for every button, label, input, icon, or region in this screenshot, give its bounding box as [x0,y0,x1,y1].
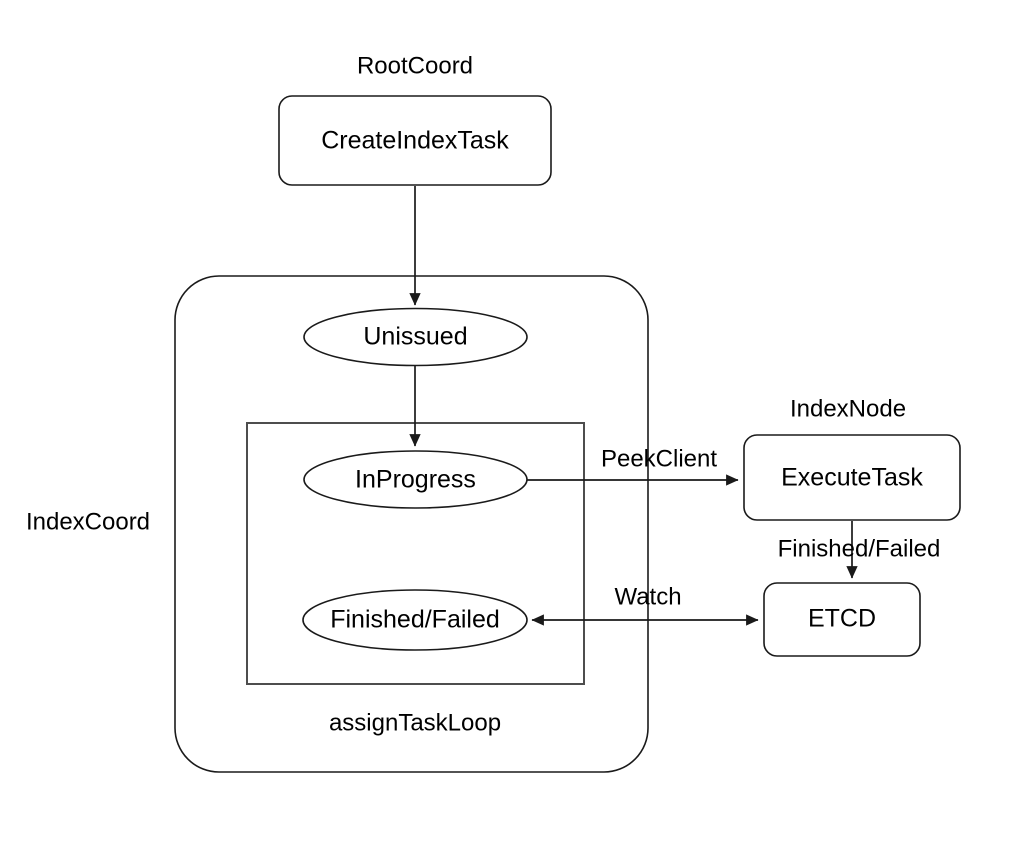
node-finished-failed-state-label: Finished/Failed [330,606,500,634]
node-finished-failed-state[interactable] [302,589,528,651]
node-etcd[interactable] [763,582,921,657]
edge-label-peek-client: PeekClient [601,445,717,472]
node-etcd-label: ETCD [808,605,876,633]
node-unissued[interactable] [303,307,528,367]
node-execute-task-label: ExecuteTask [781,464,923,492]
node-execute-task[interactable] [743,434,961,521]
edge-label-watch: Watch [614,583,681,610]
edge-label-finished-failed-result: Finished/Failed [778,535,941,562]
node-create-index-task[interactable] [278,95,552,186]
node-unissued-label: Unissued [363,323,467,351]
group-label-assign-task-loop: assignTaskLoop [329,709,501,736]
node-create-index-task-label: CreateIndexTask [321,127,509,155]
group-label-index-coord: IndexCoord [26,508,150,535]
node-in-progress[interactable] [303,450,528,509]
group-index-coord-boundary [174,275,649,773]
group-label-root-coord: RootCoord [357,52,473,79]
group-label-index-node: IndexNode [790,395,906,422]
node-in-progress-label: InProgress [355,466,476,494]
